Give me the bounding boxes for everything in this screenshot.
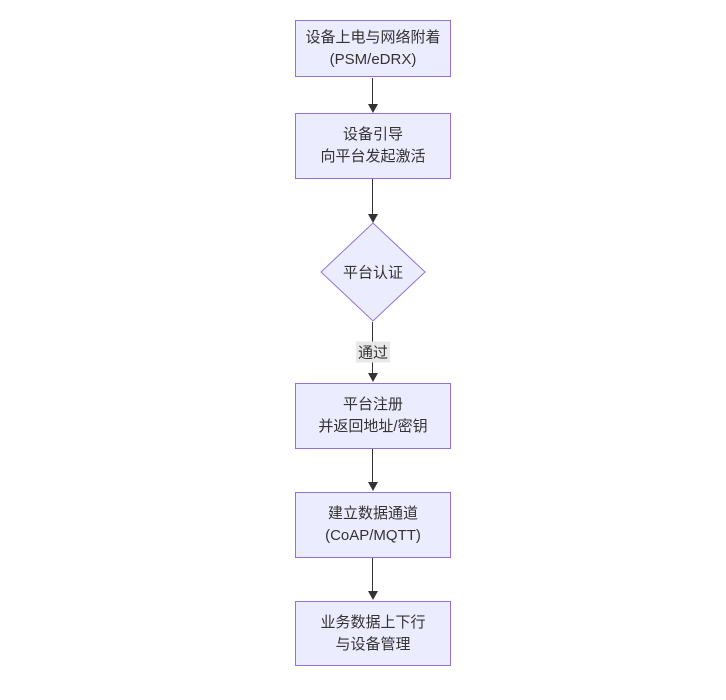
node-power-attach: 设备上电与网络附着 (PSM/eDRX) — [295, 20, 451, 77]
node-data-channel-line-2: (CoAP/MQTT) — [325, 527, 421, 544]
node-bootstrap-line-1: 设备引导 — [342, 126, 403, 143]
node-business-data-line-1: 业务数据上下行 — [320, 613, 426, 631]
arrowhead-down-icon — [368, 482, 378, 491]
node-business-data: 业务数据上下行 与设备管理 — [295, 601, 451, 666]
arrow-line — [372, 558, 373, 591]
edge-label-pass: 通过 — [355, 341, 391, 363]
arrowhead-down-icon — [368, 214, 378, 223]
node-register: 平台注册 并返回地址/密钥 — [295, 383, 451, 449]
arrowhead-down-icon — [368, 591, 378, 600]
arrow-line — [372, 179, 373, 214]
node-power-attach-line-1: 设备上电与网络附着 — [305, 28, 441, 46]
node-power-attach-line-2: (PSM/eDRX) — [329, 50, 417, 68]
arrowhead-down-icon — [368, 104, 378, 113]
diamond-shape — [320, 222, 426, 322]
arrow-line — [372, 449, 373, 482]
node-data-channel-line-1: 建立数据通道 — [327, 505, 418, 522]
decision-platform-auth: 平台认证 — [320, 222, 426, 322]
node-bootstrap-line-2: 向平台发起激活 — [320, 148, 426, 165]
node-bootstrap: 设备引导 向平台发起激活 — [295, 113, 451, 179]
node-data-channel: 建立数据通道 (CoAP/MQTT) — [295, 492, 451, 558]
node-business-data-line-2: 与设备管理 — [335, 635, 411, 653]
decision-platform-auth-label: 平台认证 — [342, 264, 404, 282]
arrow-line — [372, 78, 373, 104]
node-register-line-2: 并返回地址/密钥 — [318, 418, 428, 435]
arrowhead-down-icon — [368, 373, 378, 382]
node-register-line-1: 平台注册 — [342, 396, 403, 413]
